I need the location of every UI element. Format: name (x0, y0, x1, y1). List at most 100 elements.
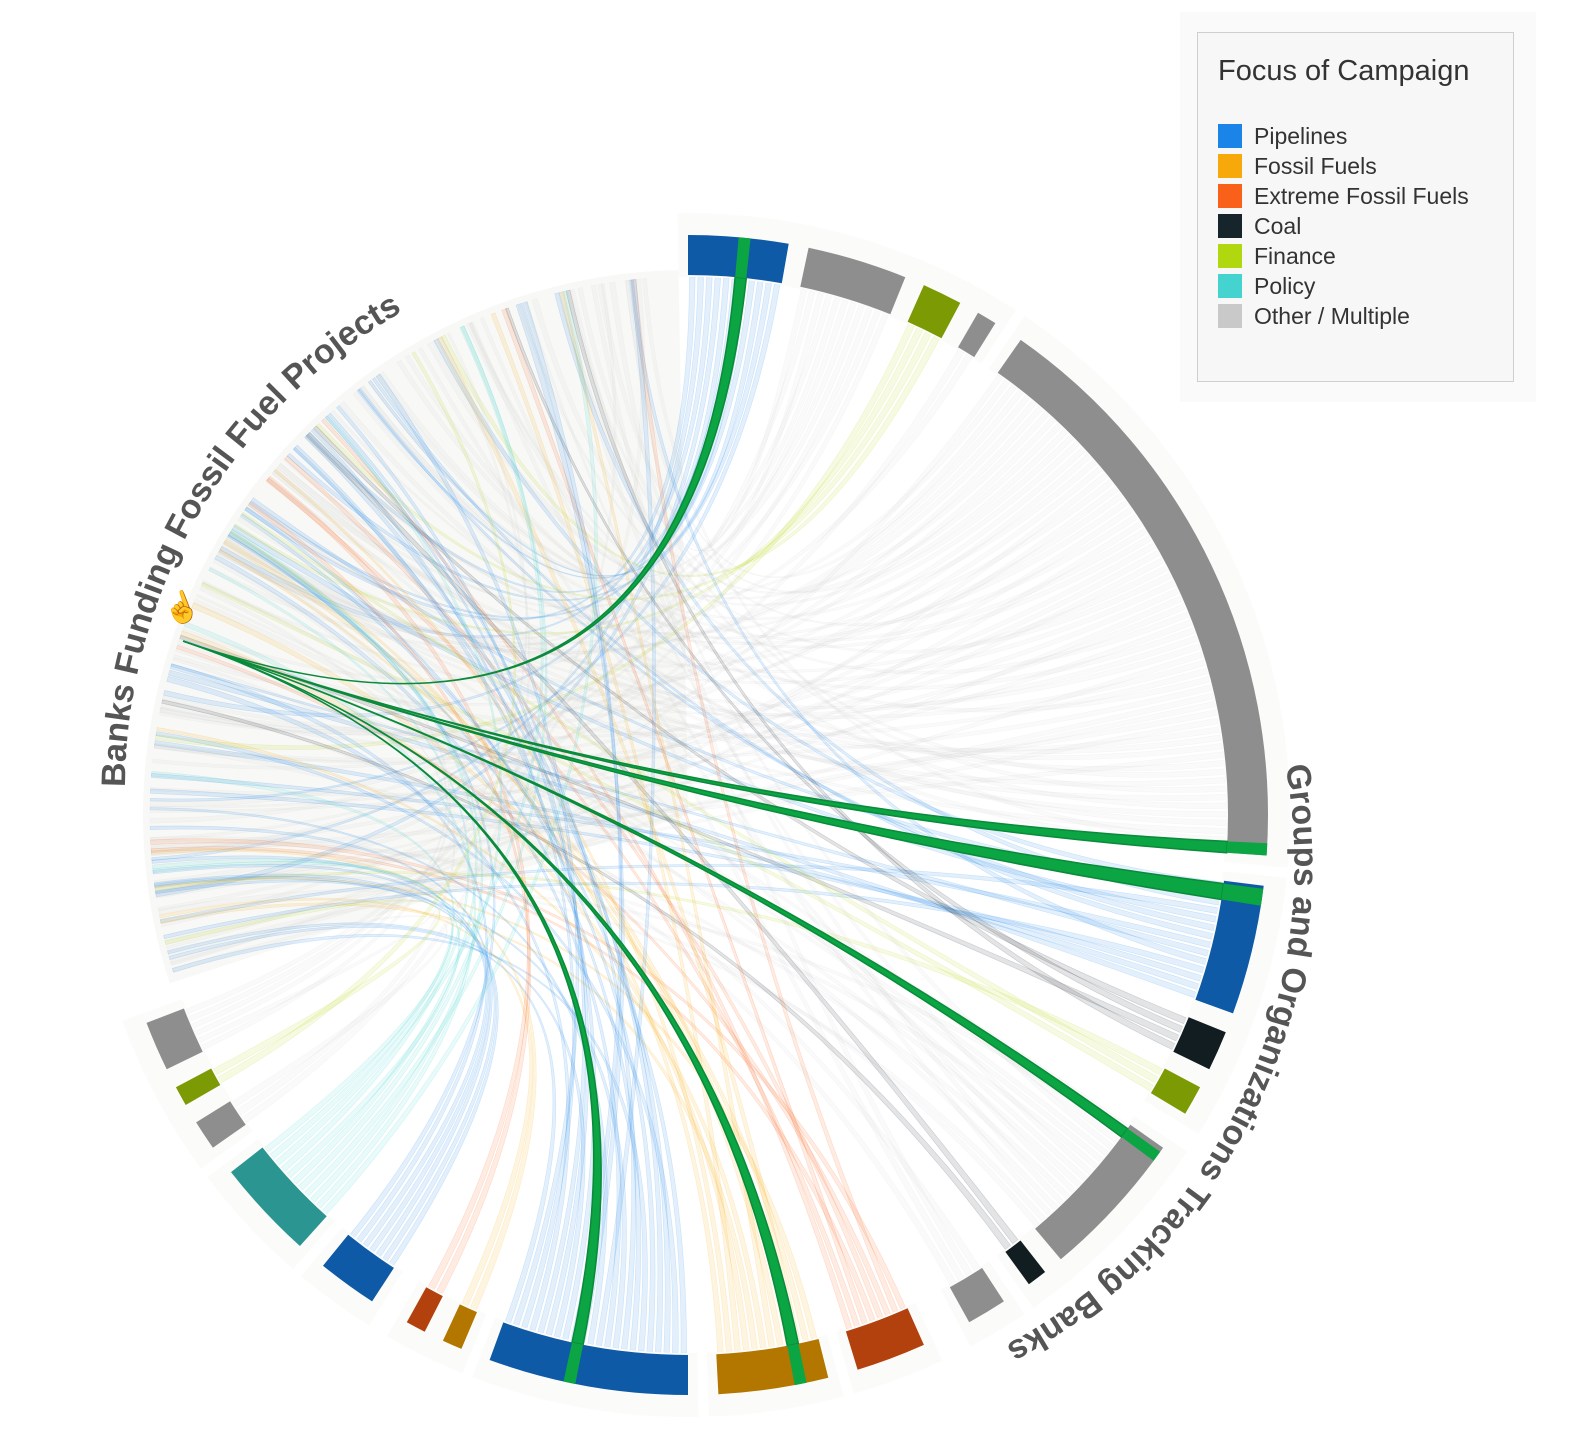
ribbon-0-4 (306, 277, 730, 593)
ribbon-8-8 (271, 470, 1087, 1181)
ribbon-12-7 (160, 902, 758, 1350)
legend-item-fossil-fuels[interactable]: Fossil Fuels (1218, 151, 1469, 181)
ribbon-4-33 (162, 588, 1179, 740)
ribbon-8-14 (479, 316, 1052, 1216)
legend-swatch-finance-icon (1218, 244, 1242, 268)
group-arc-extreme-2 (406, 1287, 443, 1332)
ribbon-12-4 (218, 548, 784, 1346)
ribbon-5-0 (433, 338, 1223, 889)
ribbon-18-2 (172, 915, 448, 1108)
legend-label: Finance (1254, 242, 1336, 269)
ribbon-20-2 (194, 557, 448, 1036)
ribbon-0-9 (286, 282, 772, 602)
legend-label: Extreme Fossil Fuels (1254, 182, 1469, 209)
group-arc-finance-3 (175, 1068, 221, 1105)
ribbon-17-3 (303, 325, 548, 1197)
legend-title: Focus of Campaign (1218, 55, 1470, 87)
ribbon-13-19 (310, 428, 576, 1329)
legend-swatch-other-icon (1218, 304, 1242, 328)
group-arc-pipelines-4 (323, 1234, 394, 1302)
ribbon-19-0 (217, 351, 516, 1084)
ribbon-13-9 (214, 554, 622, 1348)
ribbon-20-1 (167, 900, 437, 1043)
legend-item-coal[interactable]: Coal (1218, 211, 1469, 241)
ribbon-13-15 (167, 922, 586, 1338)
ribbon-5-12 (154, 740, 1200, 990)
ribbon-4-57 (557, 291, 1226, 793)
group-arc-pipelines-2 (1195, 880, 1264, 1014)
ribbon-12-11 (229, 530, 724, 1353)
legend-label: Pipelines (1254, 122, 1348, 149)
ribbon-11-1 (631, 279, 899, 1313)
ribbon-4-48 (150, 709, 1218, 796)
ribbon-4-54 (360, 385, 1225, 772)
group-arc-extreme-1 (845, 1308, 924, 1370)
ribbon-4-17 (170, 472, 1108, 967)
ribbon-4-51 (273, 466, 1222, 755)
ribbon-4-21 (305, 433, 1129, 645)
banks-region (143, 270, 688, 984)
ribbon-11-6 (265, 477, 860, 1327)
legend-item-other[interactable]: Other / Multiple (1218, 301, 1469, 331)
ribbon-9-0 (305, 431, 1019, 1245)
ribbon-12-10 (273, 468, 733, 1352)
ribbon-13-6 (227, 534, 642, 1351)
legend-label: Policy (1254, 272, 1316, 299)
ribbon-5-8 (170, 663, 1210, 957)
ribbon-8-2 (225, 534, 1119, 1143)
ribbon-11-5 (501, 308, 868, 1325)
ribbon-13-16 (324, 415, 590, 1336)
ribbon-4-31 (517, 303, 1172, 654)
ribbon-6-3 (565, 289, 1176, 1051)
ribbon-8-6 (150, 841, 1098, 1169)
ribbon-5-5 (357, 387, 1215, 932)
ribbon-4-46 (155, 692, 1214, 899)
group-arc-other-6 (146, 1008, 203, 1070)
legend-item-extreme-fossil-fuels[interactable]: Extreme Fossil Fuels (1218, 181, 1469, 211)
ribbon-13-4 (244, 506, 656, 1353)
ribbon-4-53 (150, 751, 1224, 857)
ribbon-5-10 (163, 881, 1205, 974)
legend-item-pipelines[interactable]: Pipelines (1218, 121, 1469, 151)
ribbon-4-34 (157, 595, 1183, 912)
legend-item-policy[interactable]: Policy (1218, 271, 1469, 301)
group-arc-other-4 (949, 1267, 1004, 1323)
ribbon-18-1 (199, 586, 456, 1116)
legend-label: Fossil Fuels (1254, 152, 1377, 179)
group-arc-pipelines-3 (489, 1322, 688, 1395)
ribbon-7-2 (200, 581, 1154, 1092)
ribbon-11-4 (150, 846, 876, 1322)
highlight-link-pipelines-1-band (735, 237, 751, 279)
ribbon-4-59 (465, 322, 1227, 809)
ribbon-8-15 (154, 875, 1046, 1222)
ribbon-5-11 (150, 788, 1202, 982)
ribbon-4-52 (266, 477, 1223, 761)
ribbon-5-3 (159, 863, 1219, 924)
group-arc-other-1 (800, 247, 906, 315)
ribbon-4-44 (404, 354, 1210, 713)
highlight-link-other-3-band (1121, 1128, 1161, 1161)
ribbon-17-2 (230, 528, 484, 1203)
ribbon-5-7 (150, 772, 1212, 949)
legend-swatch-policy-icon (1218, 274, 1242, 298)
legend-swatch-fossil-fuels-icon (1218, 154, 1242, 178)
ribbon-1-0 (609, 281, 808, 552)
ribbon-13-10 (595, 279, 656, 1347)
ribbon-12-2 (436, 336, 801, 1343)
highlight-link-fossil-1-band (787, 1343, 807, 1386)
ribbon-5-6 (371, 377, 1214, 940)
ribbon-19-1 (164, 899, 441, 1076)
ribbon-11-2 (176, 644, 891, 1316)
ribbon-11-3 (284, 455, 884, 1319)
ribbon-18-0 (242, 336, 531, 1123)
ribbon-4-58 (248, 500, 1227, 801)
ribbon-4-22 (150, 506, 1134, 852)
legend-swatch-extreme-fossil-fuels-icon (1218, 184, 1242, 208)
ribbon-0-3 (155, 277, 722, 898)
group-arc-policy (231, 1147, 327, 1246)
ribbon-5-9 (629, 279, 1207, 965)
legend-item-finance[interactable]: Finance (1218, 241, 1469, 271)
highlight-link-pipelines-3-band (563, 1342, 584, 1384)
ribbon-16-2 (149, 825, 493, 1257)
